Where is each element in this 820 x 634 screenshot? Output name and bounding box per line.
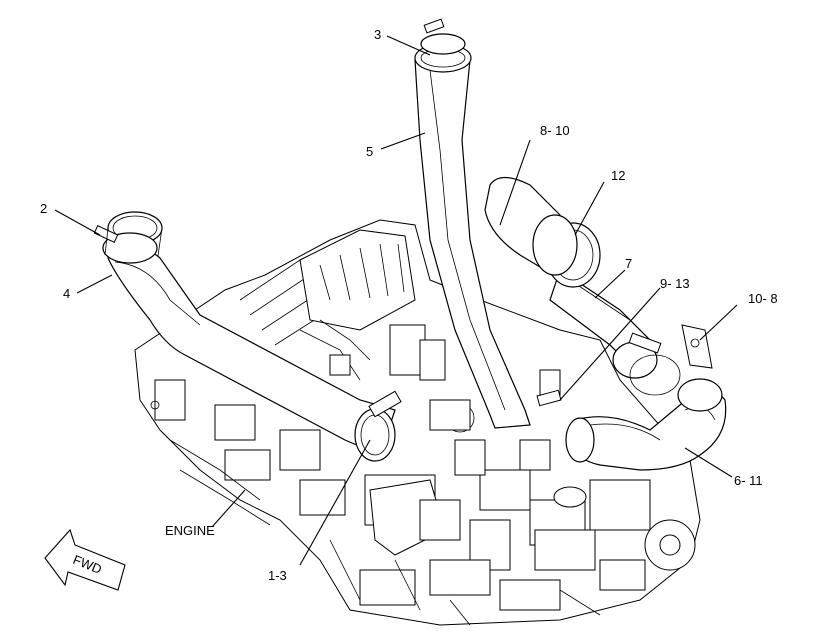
leader-lines [54, 35, 738, 566]
callout-10-8: 10- 8 [748, 291, 778, 306]
clamp-3 [414, 18, 472, 73]
callout-6-11: 6- 11 [734, 473, 763, 488]
fwd-label: FWD [71, 552, 104, 577]
clamp-9-13 [612, 332, 681, 396]
callout-1-3: 1-3 [268, 568, 287, 583]
engine-block [134, 219, 701, 626]
hose-6-11 [565, 378, 727, 471]
callout-8-10: 8- 10 [540, 123, 570, 138]
tube-5 [414, 59, 531, 429]
callout-5: 5 [366, 144, 373, 159]
coupling-12 [532, 214, 601, 288]
callout-12: 12 [611, 168, 625, 183]
callout-7: 7 [625, 256, 632, 271]
callout-9-13: 9- 13 [660, 276, 690, 291]
engine-label: ENGINE [165, 523, 215, 538]
sensor [536, 389, 562, 407]
clamp-2 [93, 211, 163, 264]
fwd-arrow: FWD [44, 528, 126, 591]
callout-2: 2 [40, 201, 47, 216]
callout-4: 4 [63, 286, 70, 301]
bracket-10-8 [681, 324, 713, 369]
callout-3: 3 [374, 27, 381, 42]
